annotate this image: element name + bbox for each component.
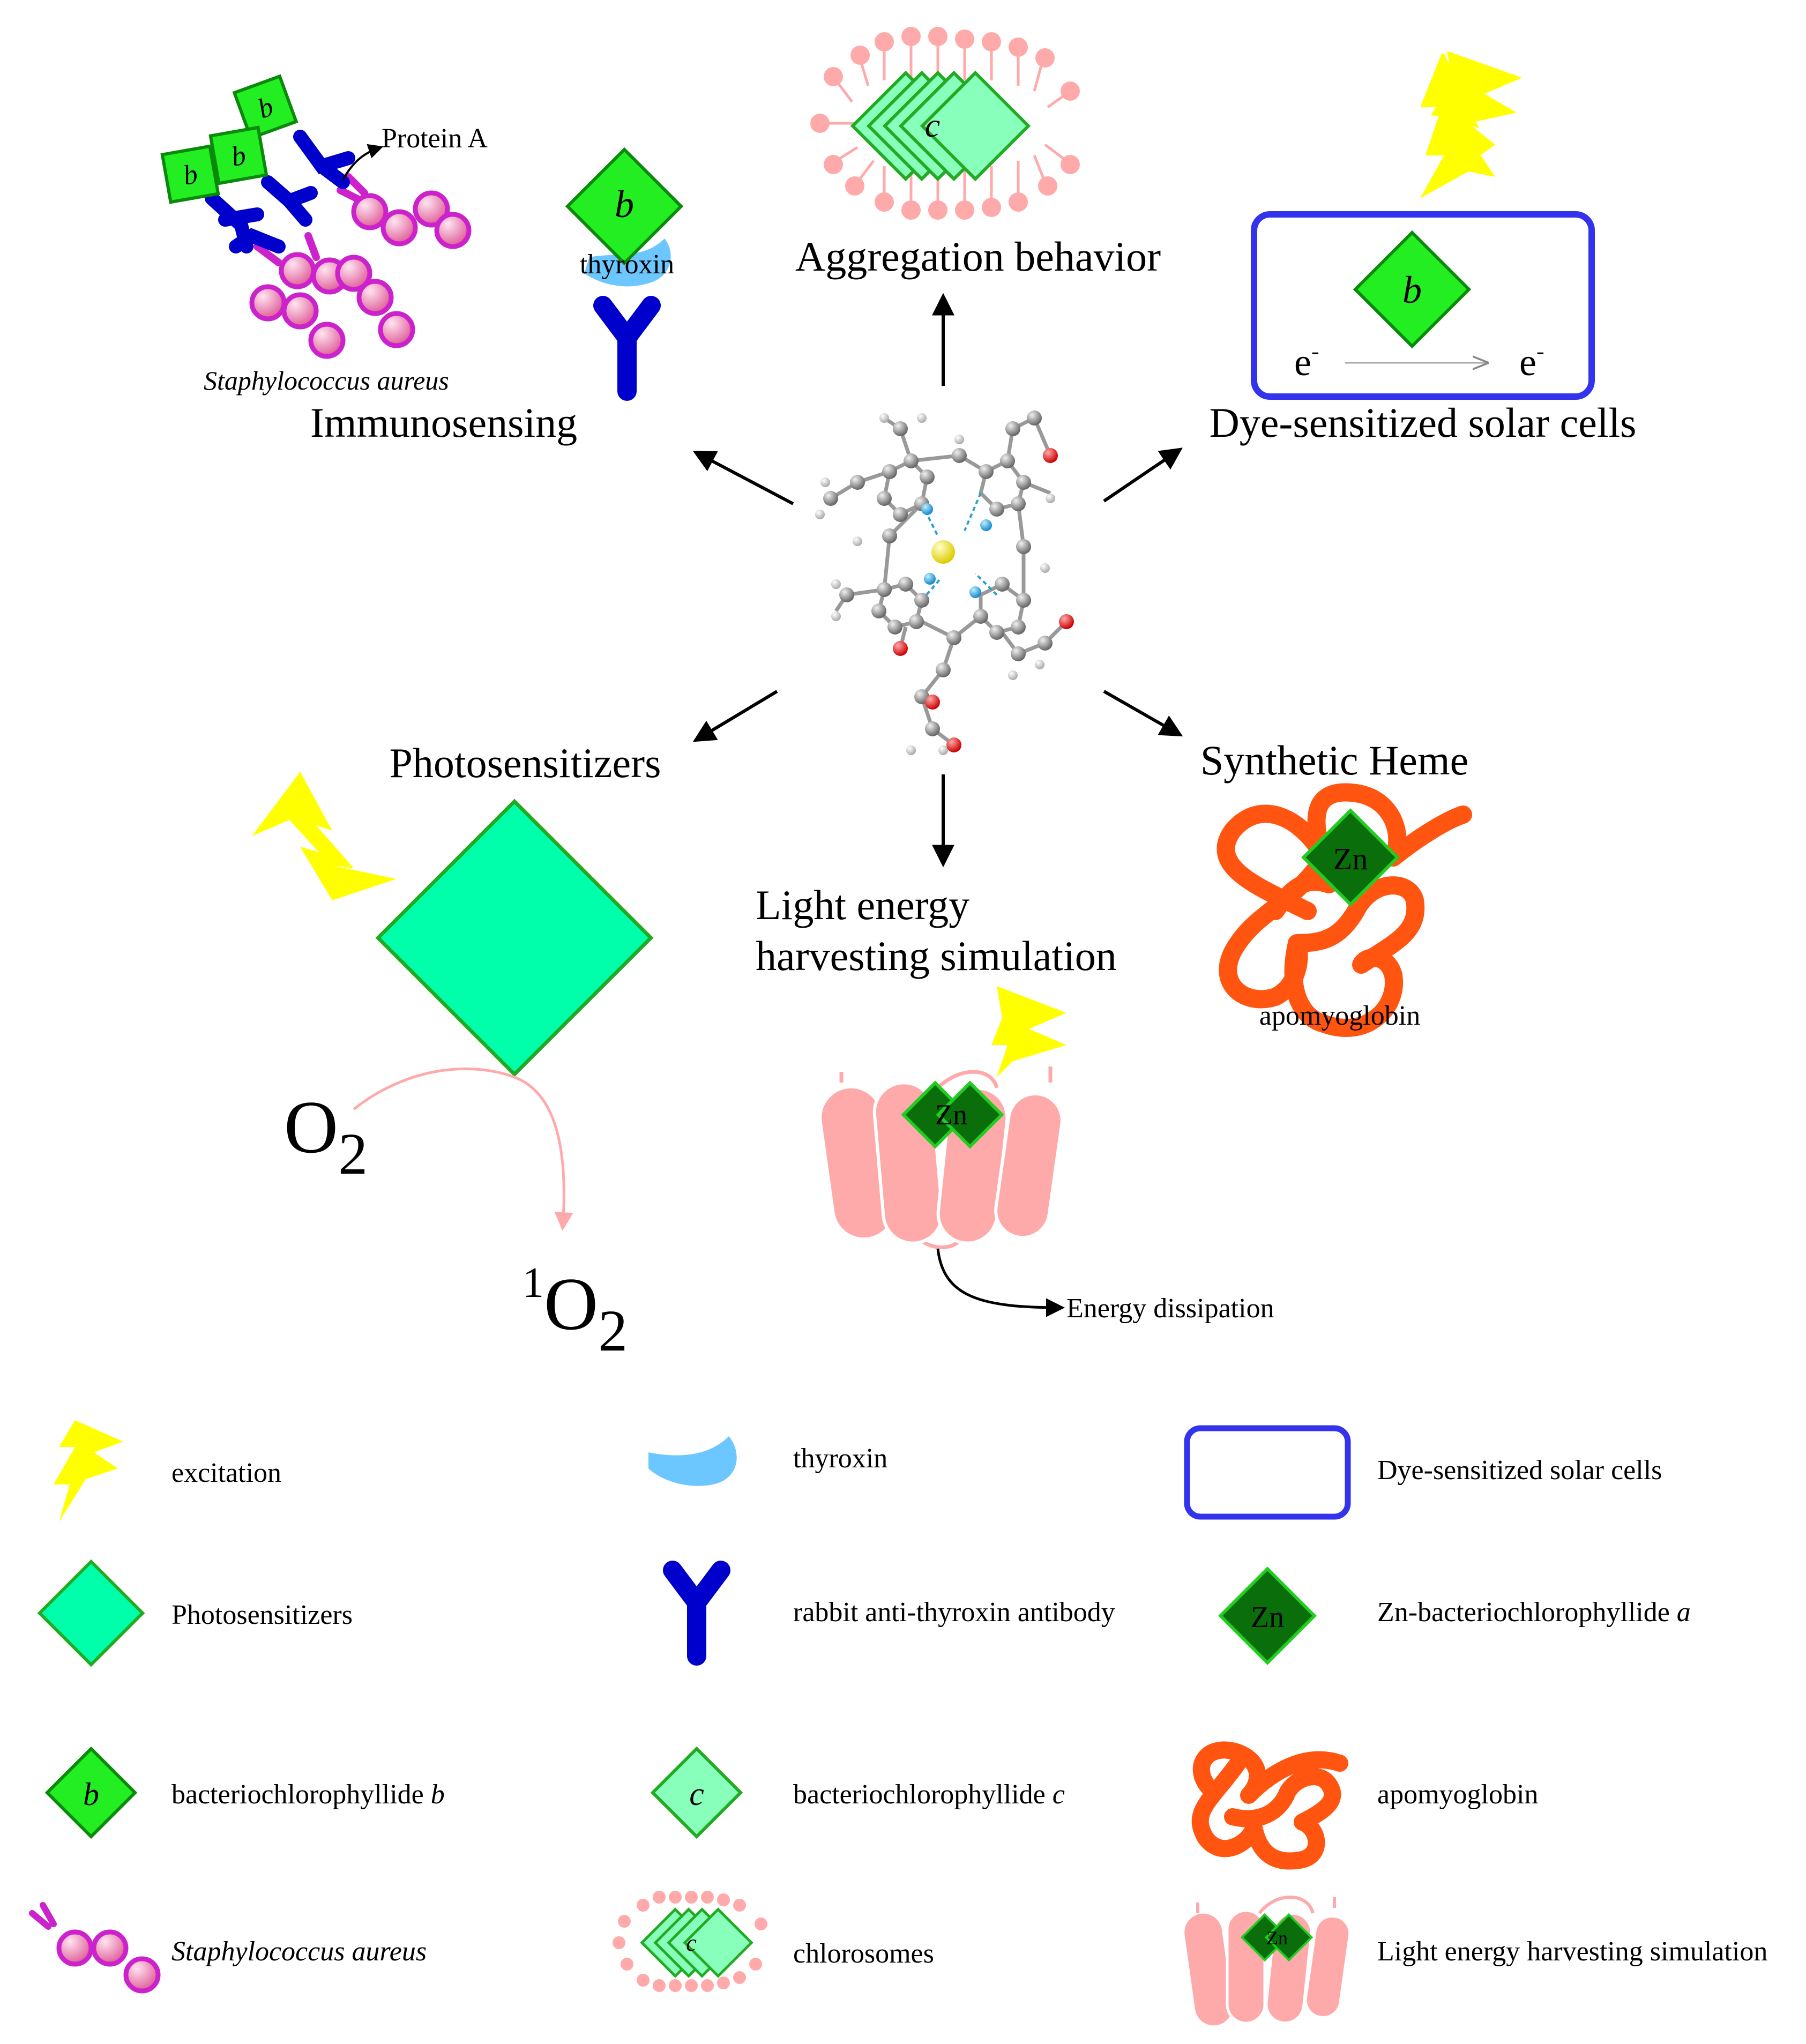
lh-complex: Zn — [822, 1066, 1064, 1249]
svg-text:c: c — [925, 106, 940, 144]
legend-item-chlorosomes: c chlorosomes — [613, 1891, 934, 1992]
thyroxin-antibody: b thyroxin — [565, 147, 684, 391]
svg-text:b: b — [1402, 268, 1422, 311]
protein-a-label: Protein A — [382, 123, 488, 154]
arrow-lower-left — [692, 690, 778, 742]
c-diamond-stack: c — [850, 70, 1031, 182]
aggregation-panel: c Aggregation behavior — [795, 27, 1161, 280]
legend-item-zn-bchl-a: Zn Zn-bacteriochlorophyllide a — [1218, 1566, 1691, 1665]
apomyoglobin-label: apomyoglobin — [1259, 1001, 1420, 1031]
immunosensing-title: Immunosensing — [310, 399, 577, 446]
svg-text:bacteriochlorophyllide c: bacteriochlorophyllide c — [793, 1779, 1065, 1810]
legend-item-lh-complex: Zn Light energy harvesting simulation — [1184, 1896, 1767, 2026]
svg-text:Photosensitizers: Photosensitizers — [171, 1600, 353, 1630]
svg-text:Zn: Zn — [935, 1099, 967, 1131]
dssc-title: Dye-sensitized solar cells — [1209, 399, 1636, 446]
svg-text:apomyoglobin: apomyoglobin — [1377, 1779, 1538, 1810]
svg-text:b: b — [615, 183, 634, 226]
lipid-heads — [810, 27, 1080, 220]
staph-chain-lower — [252, 232, 413, 356]
legend-item-staph: Staphylococcus aureus — [29, 1902, 427, 1991]
svg-text:b: b — [83, 1777, 99, 1812]
legend-item-photosensitizers: Photosensitizers — [37, 1559, 353, 1667]
legend-item-thyroxin: thyroxin — [648, 1436, 887, 1486]
legend-item-antibody: rabbit anti-thyroxin antibody — [673, 1570, 1115, 1656]
energy-dissipation-label: Energy dissipation — [1066, 1293, 1274, 1324]
aggregation-title: Aggregation behavior — [795, 233, 1161, 280]
electron-right: e- — [1519, 338, 1544, 384]
svg-text:Dye-sensitized solar cells: Dye-sensitized solar cells — [1377, 1455, 1662, 1486]
photosensitizer-diamond — [375, 799, 654, 1077]
svg-text:bacteriochlorophyllide b: bacteriochlorophyllide b — [171, 1779, 445, 1810]
lh-title-line2: harvesting simulation — [756, 933, 1117, 979]
bacteriochlorophyll-molecule — [815, 411, 1074, 755]
b-diamond-stack: b b b — [160, 74, 298, 204]
svg-text:c: c — [689, 1776, 704, 1812]
immunosensing-panel: b b b Protein A Staphylococcus aureus b … — [160, 74, 684, 446]
arrow-lower-right — [1103, 690, 1183, 737]
legend: excitation Photosensitizers b bacterioch… — [29, 1420, 1767, 2026]
svg-text:Zn: Zn — [1266, 1927, 1288, 1949]
photosensitizers-title: Photosensitizers — [390, 740, 661, 786]
excitation-bolt — [991, 986, 1066, 1077]
svg-text:Zn: Zn — [1251, 1601, 1284, 1634]
lh-title-line1: Light energy — [756, 882, 969, 928]
legend-item-dssc: Dye-sensitized solar cells — [1184, 1425, 1662, 1520]
o2-label: O2 — [284, 1086, 368, 1187]
antibody-cluster — [205, 130, 355, 253]
arrow-upper-left — [692, 451, 794, 505]
svg-text:rabbit anti-thyroxin antibody: rabbit anti-thyroxin antibody — [793, 1597, 1115, 1628]
svg-text:thyroxin: thyroxin — [793, 1443, 887, 1474]
svg-text:Zn-bacteriochlorophyllide a: Zn-bacteriochlorophyllide a — [1377, 1597, 1691, 1628]
legend-item-excitation: excitation — [54, 1420, 281, 1522]
svg-text:Zn: Zn — [1333, 841, 1368, 876]
svg-text:Light energy harvesting simula: Light energy harvesting simulation — [1377, 1936, 1767, 1967]
svg-text:excitation: excitation — [171, 1458, 281, 1488]
svg-text:Staphylococcus aureus: Staphylococcus aureus — [171, 1936, 427, 1967]
thyroxin-label: thyroxin — [580, 249, 674, 280]
electron-left: e- — [1294, 338, 1319, 384]
legend-item-apomyoglobin: apomyoglobin — [1191, 1741, 1538, 1870]
singlet-oxygen-label: 1O2 — [523, 1259, 628, 1363]
synthetic-heme-title: Synthetic Heme — [1200, 737, 1468, 784]
light-harvesting-panel: Light energy harvesting simulation Zn En… — [756, 882, 1274, 1324]
photosensitizers-panel: Photosensitizers O2 1O2 — [252, 740, 661, 1363]
synthetic-heme-panel: Synthetic Heme Zn apomyoglobin — [1200, 737, 1472, 1037]
excitation-bolt — [252, 772, 397, 900]
arrow-upper-right — [1103, 447, 1183, 503]
legend-item-bchl-b: b bacteriochlorophyllide b — [44, 1746, 445, 1839]
svg-text:c: c — [686, 1930, 697, 1956]
chlorosome-lipids — [825, 40, 1068, 206]
dssc-panel: b e- e- Dye-sensitized solar cells — [1209, 51, 1637, 446]
staph-label: Staphylococcus aureus — [204, 365, 449, 396]
staph-chain-upper — [337, 173, 469, 247]
legend-item-bchl-c: c bacteriochlorophyllide c — [650, 1746, 1065, 1839]
svg-text:chlorosomes: chlorosomes — [793, 1938, 934, 1969]
central-arrows — [692, 293, 1183, 868]
